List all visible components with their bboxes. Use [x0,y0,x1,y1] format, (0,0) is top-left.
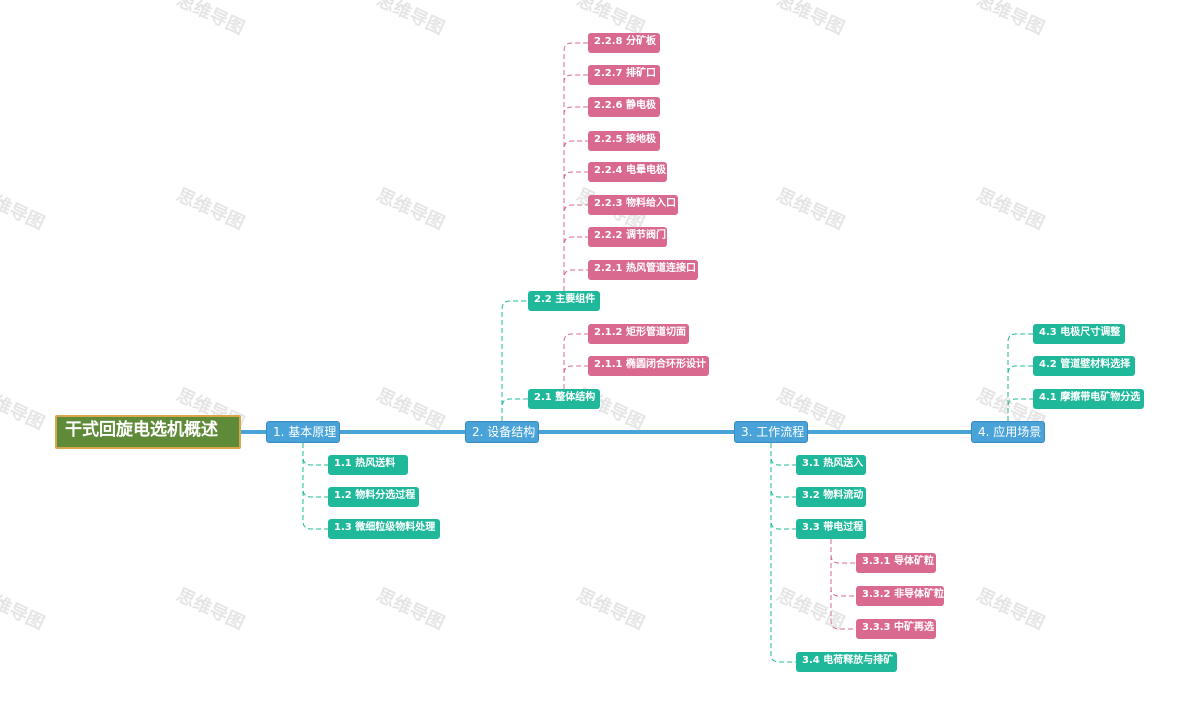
topic-2-1-2[interactable]: 2.1.2 矩形管道切面 [588,324,689,344]
connector-b2_2_1 [563,269,588,291]
topic-2-2-5[interactable]: 2.2.5 接地极 [588,131,660,151]
connector-b2_1_1 [563,365,588,389]
connector-b2_1_2 [563,333,588,389]
branch-workflow[interactable]: 3. 工作流程 [734,421,808,443]
connector-b2_2_8 [563,42,588,291]
topic-2-2[interactable]: 2.2 主要组件 [528,291,600,311]
topic-4-1[interactable]: 4.1 摩擦带电矿物分选 [1033,389,1144,409]
connector-b2_2 [501,300,528,421]
topic-3-2[interactable]: 3.2 物料流动 [796,487,866,507]
connector-b3_3 [770,443,796,530]
connector-b2_2_3 [563,204,588,291]
connector-b4_1 [1007,398,1033,421]
topic-2-1[interactable]: 2.1 整体结构 [528,389,600,409]
topic-4-3[interactable]: 4.3 电极尺寸调整 [1033,324,1125,344]
root-topic[interactable]: 干式回旋电选机概述 [55,415,241,449]
topic-3-3-1[interactable]: 3.3.1 导体矿粒 [856,553,936,573]
topic-4-2[interactable]: 4.2 管道壁材料选择 [1033,356,1135,376]
topic-3-3-2[interactable]: 3.3.2 非导体矿粒 [856,586,944,606]
topic-2-2-6[interactable]: 2.2.6 静电极 [588,97,660,117]
topic-3-3-3[interactable]: 3.3.3 中矿再选 [856,619,936,639]
topic-2-2-1[interactable]: 2.2.1 热风管道连接口 [588,260,698,280]
connector-b3_3_1 [830,539,856,564]
branch-application-scenario[interactable]: 4. 应用场景 [971,421,1045,443]
connector-b3_2 [770,443,796,498]
topic-2-2-8[interactable]: 2.2.8 分矿板 [588,33,660,53]
connector-b1_1 [302,443,328,466]
connector-b2_2_2 [563,236,588,291]
topic-2-1-1[interactable]: 2.1.1 椭圆闭合环形设计 [588,356,709,376]
topic-2-2-2[interactable]: 2.2.2 调节阀门 [588,227,667,247]
connector-b3_4 [770,443,796,663]
connector-b2_2_5 [563,140,588,291]
connector-b3_3_3 [830,539,856,630]
topic-2-2-7[interactable]: 2.2.7 排矿口 [588,65,660,85]
connector-b2_1 [501,398,528,421]
topic-2-2-3[interactable]: 2.2.3 物料给入口 [588,195,678,215]
branch-basic-principle[interactable]: 1. 基本原理 [266,421,340,443]
topic-3-4[interactable]: 3.4 电荷释放与排矿 [796,652,897,672]
topic-2-2-4[interactable]: 2.2.4 电晕电极 [588,162,667,182]
connector-b2_2_4 [563,171,588,291]
connector-b4_3 [1007,333,1033,421]
branch-equipment-structure[interactable]: 2. 设备结构 [465,421,539,443]
connector-b4_2 [1007,365,1033,421]
connector-b1_3 [302,443,328,530]
connector-b3_3_2 [830,539,856,597]
topic-3-3[interactable]: 3.3 带电过程 [796,519,866,539]
topic-1-3[interactable]: 1.3 微细粒级物料处理 [328,519,440,539]
topic-3-1[interactable]: 3.1 热风送入 [796,455,866,475]
topic-1-2[interactable]: 1.2 物料分选过程 [328,487,419,507]
topic-1-1[interactable]: 1.1 热风送料 [328,455,408,475]
connector-b1_2 [302,443,328,498]
connector-b3_1 [770,443,796,466]
